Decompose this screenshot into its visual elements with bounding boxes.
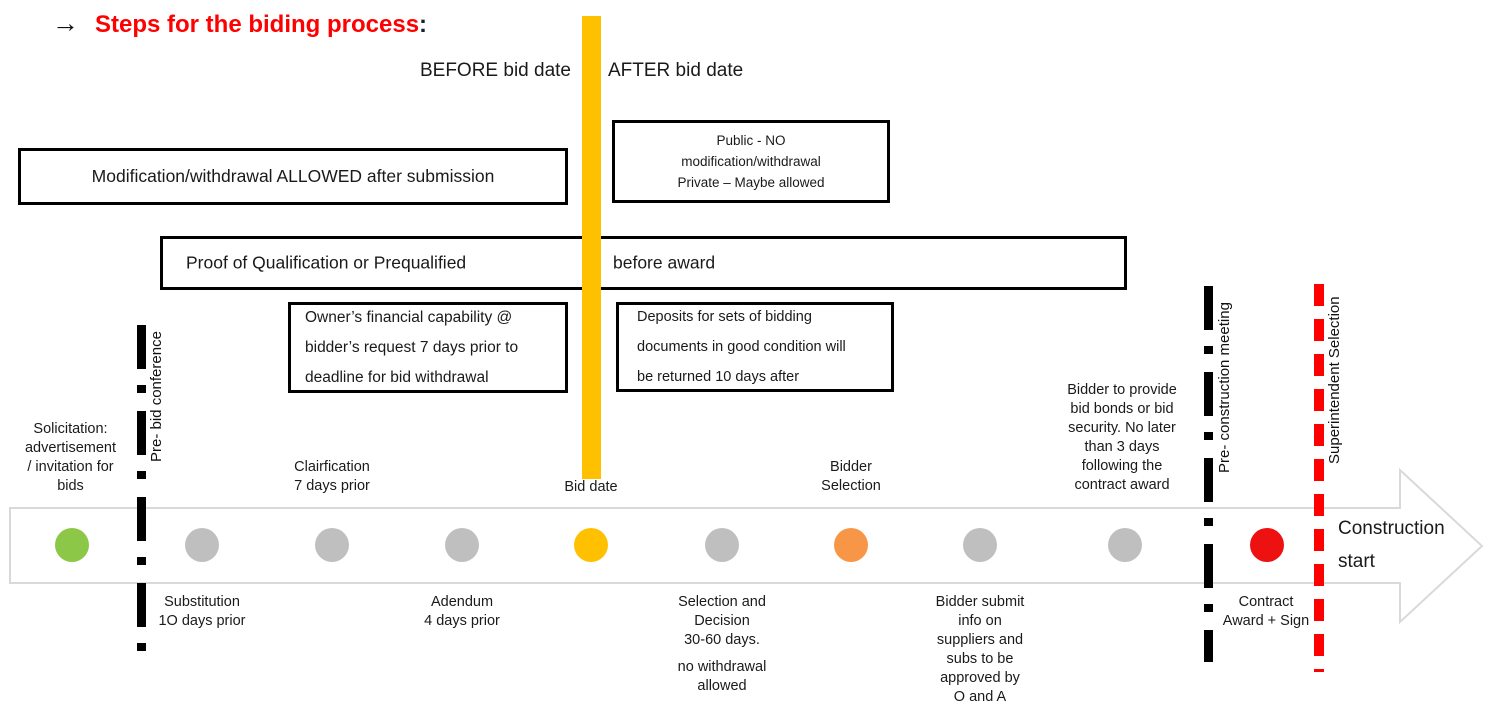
label-bid-date: Bid date (564, 479, 618, 495)
page-title: → Steps for the biding process: (52, 8, 427, 39)
label-construction-start: Construction start (1338, 518, 1445, 572)
milestone-line-pre-construction (1204, 286, 1213, 662)
box-proof-of-qualification: Proof of Qualification or Prequalified b… (160, 236, 1127, 290)
timeline-dot-solicitation (55, 528, 89, 562)
timeline-dot-bid-date (574, 528, 608, 562)
timeline-dot-bidder-selection (834, 528, 868, 562)
label-bidder-selection: Bidder Selection (821, 459, 881, 494)
label-substitution: Substitution 1O days prior (158, 594, 246, 629)
timeline-dot-pre-construction (1108, 528, 1142, 562)
label-selection-decision: Selection and Decision 30-60 days. (678, 594, 766, 648)
label-solicitation: Solicitation: advertisement / invitation… (24, 421, 117, 494)
milestone-line-pre-bid-conference (137, 325, 146, 657)
title-colon: : (419, 11, 428, 38)
box-owner-financial: Owner’s financial capability @ bidder’s … (288, 302, 568, 393)
label-contract-award: Contract Award + Sign (1222, 594, 1310, 629)
title-text: Steps for the biding process (95, 11, 420, 38)
label-before-bid-date: BEFORE bid date (419, 60, 571, 81)
box-public-private-text: Public - NO modification/withdrawal Priv… (677, 133, 825, 190)
label-bidder-submit: Bidder submit info on suppliers and subs… (935, 594, 1025, 705)
title-arrow-icon: → (52, 8, 79, 38)
label-bid-bonds: Bidder to provide bid bonds or bid secur… (1067, 382, 1177, 493)
box-deposits: Deposits for sets of bidding documents i… (616, 302, 894, 392)
label-clairfication: Clairfication 7 days prior (294, 459, 370, 494)
timeline-dot-addendum (445, 528, 479, 562)
box-modification-allowed: Modification/withdrawal ALLOWED after su… (18, 148, 568, 205)
label-no-withdrawal: no withdrawal allowed (677, 659, 767, 694)
bid-date-divider-bar (582, 16, 601, 479)
timeline-dot-bidder-submit (963, 528, 997, 562)
box-modification-text: Modification/withdrawal ALLOWED after su… (91, 166, 495, 186)
box-proof-left-text: Proof of Qualification or Prequalified (186, 252, 467, 273)
timeline-dot-substitution (185, 528, 219, 562)
box-deposits-text: Deposits for sets of bidding documents i… (637, 309, 846, 385)
timeline-dot-contract-award (1250, 528, 1284, 562)
label-after-bid-date: AFTER bid date (608, 60, 744, 81)
milestone-line-superintendent (1314, 284, 1324, 672)
timeline-dot-clarification (315, 528, 349, 562)
timeline-arrow-outline (9, 467, 1484, 625)
box-owner-financial-text: Owner’s financial capability @ bidder’s … (305, 308, 519, 386)
box-proof-right-text: before award (613, 252, 716, 273)
timeline-dot-selection-decision (705, 528, 739, 562)
box-public-private: Public - NO modification/withdrawal Priv… (612, 120, 890, 203)
label-adendum: Adendum 4 days prior (424, 594, 500, 629)
